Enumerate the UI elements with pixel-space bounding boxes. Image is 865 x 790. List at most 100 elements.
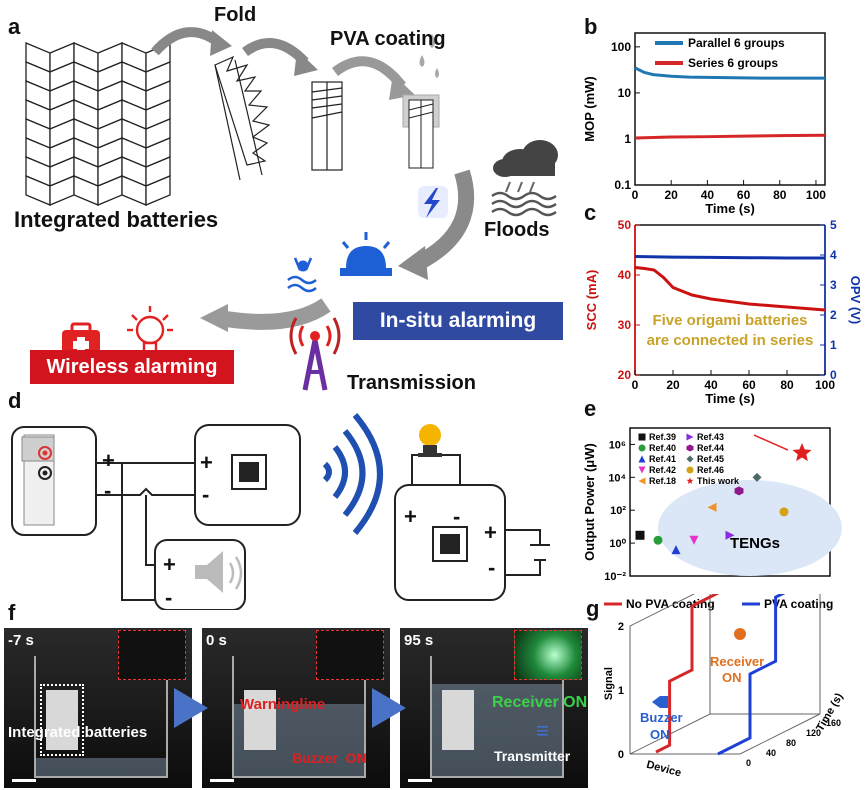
chip-icon	[432, 526, 468, 562]
point-Ref.18	[707, 502, 717, 512]
light-bulb-icon	[127, 306, 173, 354]
y-tick-label: 10⁴	[608, 472, 626, 484]
legend-label: This work	[697, 476, 740, 486]
legend-label: Ref.40	[649, 443, 676, 453]
point-This work	[792, 443, 812, 462]
time-tick-label: 80	[786, 738, 796, 748]
y-tick-label-left: 40	[618, 268, 632, 282]
y-tick-label: 10⁶	[609, 439, 626, 451]
point-Ref.46	[686, 466, 694, 474]
x-axis-label: Time (s)	[705, 391, 755, 406]
water-drop-icon	[419, 34, 439, 78]
legend-label: Series 6 groups	[688, 56, 778, 70]
y-axis-label: Signal	[603, 667, 615, 700]
point-Ref.43	[725, 530, 735, 540]
legend-label: Ref.42	[649, 465, 676, 475]
y-tick-label-right: 4	[830, 248, 837, 262]
series-no-pva	[655, 594, 720, 754]
receiver-plus: +	[404, 504, 417, 529]
y-tick-label: 10⁰	[609, 538, 626, 550]
receiver-inset	[514, 630, 582, 680]
receiver-minus-right: -	[488, 555, 496, 580]
panel-g-letter: g	[586, 596, 600, 621]
pva-coating-label: PVA coating	[330, 28, 446, 50]
receiver-label: Receiver	[710, 654, 764, 669]
scale-bar	[210, 779, 234, 782]
receiver-plus-right: +	[484, 520, 497, 545]
legend-label: No PVA coating	[626, 597, 715, 611]
y-axis-label: Output Power (μW)	[582, 443, 597, 561]
fold-label: Fold	[214, 4, 257, 26]
time-label: -7 s	[8, 632, 34, 649]
battery-stack-icon	[311, 81, 343, 171]
y-tick-label-right: 0	[830, 368, 837, 382]
integrated-batteries-caption: Integrated batteries	[8, 724, 148, 741]
wireless-alarming-badge: Wireless alarming	[30, 350, 234, 384]
x-tick-label: 40	[701, 188, 715, 202]
panel-c-letter: c	[584, 200, 597, 225]
x-tick-label: 0	[632, 378, 639, 392]
star-arrow	[753, 434, 789, 451]
scale-bar	[12, 779, 36, 782]
pva-coated-battery-icon	[402, 94, 440, 169]
folded-battery-icon	[214, 55, 271, 181]
legend-label: Ref.44	[697, 443, 724, 453]
photo-frame: 0 s	[202, 628, 390, 788]
y-tick-label-right: 3	[830, 278, 837, 292]
battery-pack	[442, 690, 474, 750]
legend-label: Ref.18	[649, 476, 676, 486]
point-Ref.18	[638, 477, 646, 485]
point-Ref.43	[686, 433, 694, 441]
y-axis-label-right: OPV (V)	[848, 276, 863, 324]
legend-label: Ref.45	[697, 454, 724, 464]
series-line	[634, 255, 825, 260]
y-tick-label-left: 20	[618, 368, 632, 382]
origami-batteries-icon	[25, 42, 171, 206]
point-This work	[686, 477, 694, 484]
y-tick-label: 100	[611, 40, 631, 54]
photo-frame: -7 s	[4, 628, 192, 788]
y-axis-label-left: SCC (mA)	[584, 270, 599, 331]
chip-icon	[231, 454, 267, 490]
panel-a-letter: a	[8, 14, 21, 39]
point-Ref.42	[638, 466, 646, 474]
panel-f-letter: f	[8, 600, 16, 625]
bulb-icon	[734, 628, 746, 640]
point-Ref.39	[635, 530, 645, 540]
x-tick-label: 100	[815, 378, 835, 392]
storm-cloud-icon	[493, 140, 558, 193]
origami-cell	[145, 175, 171, 206]
point-Ref.44	[734, 486, 744, 496]
series-line	[634, 133, 826, 140]
y-tick-label-left: 30	[618, 318, 632, 332]
chip-minus: -	[202, 482, 210, 507]
legend-label: Parallel 6 groups	[688, 36, 785, 50]
water-tank	[34, 656, 168, 778]
y-tick-label: 10²	[610, 505, 626, 517]
annotation-line-1: Five origami batteries	[652, 312, 807, 329]
wireless-signal-icon	[322, 413, 383, 535]
y-tick-label: 0.1	[614, 178, 631, 192]
y-tick-label-right: 2	[830, 308, 837, 322]
integrated-batteries-label: Integrated batteries	[14, 207, 219, 232]
drowning-person-icon	[287, 257, 317, 293]
warningline-caption: Warningline	[240, 696, 326, 713]
x-tick-label: 20	[666, 378, 680, 392]
transmitter-caption: Transmitter	[494, 748, 571, 764]
panel-a-graphic	[25, 27, 558, 391]
teng-region	[658, 480, 842, 576]
legend-label: Ref.46	[697, 465, 724, 475]
point-Ref.41	[671, 545, 681, 555]
legend-label: Ref.41	[649, 454, 676, 464]
scale-bar	[408, 779, 432, 782]
y-axis-label: MOP (mW)	[582, 76, 597, 141]
point-Ref.41	[638, 455, 646, 463]
point-Ref.46	[779, 507, 789, 517]
y-tick-label: 10⁻²	[604, 571, 626, 583]
point-Ref.45	[752, 472, 762, 482]
time-tick-label: 120	[806, 728, 821, 738]
